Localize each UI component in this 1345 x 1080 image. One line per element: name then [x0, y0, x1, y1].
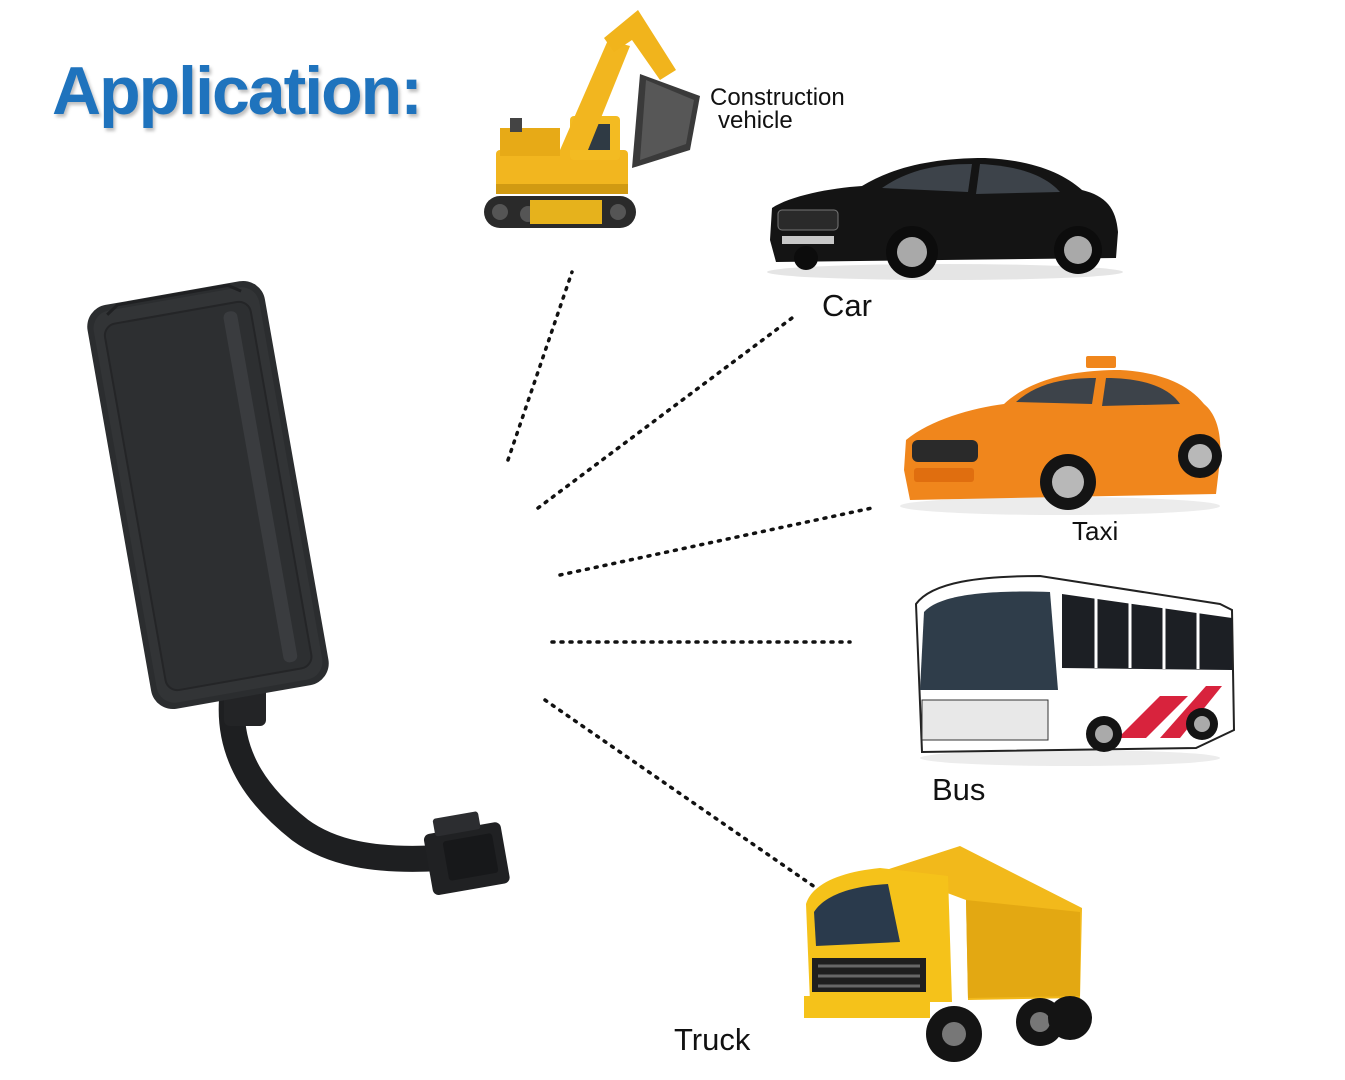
label-truck: Truck: [674, 1022, 751, 1057]
car-icon: [767, 158, 1123, 280]
connector-car: [536, 316, 794, 510]
label-bus: Bus: [932, 772, 986, 807]
label-construction-line2: vehicle: [718, 107, 793, 134]
truck-icon: [804, 846, 1092, 1062]
connector-lines: [506, 270, 874, 894]
connector-truck: [543, 698, 824, 894]
excavator-icon: [484, 10, 700, 228]
label-construction-vehicle: Construction vehicle: [710, 84, 870, 134]
taxi-icon: [900, 356, 1222, 515]
gps-tracker-icon: [87, 280, 510, 896]
label-taxi: Taxi: [1072, 516, 1119, 546]
label-construction-line1: Construction: [710, 84, 845, 111]
page-title: Application:: [52, 53, 423, 129]
connector-taxi: [558, 506, 874, 577]
label-car: Car: [822, 288, 872, 323]
bus-icon: [914, 574, 1236, 766]
connector-construction: [506, 270, 574, 462]
